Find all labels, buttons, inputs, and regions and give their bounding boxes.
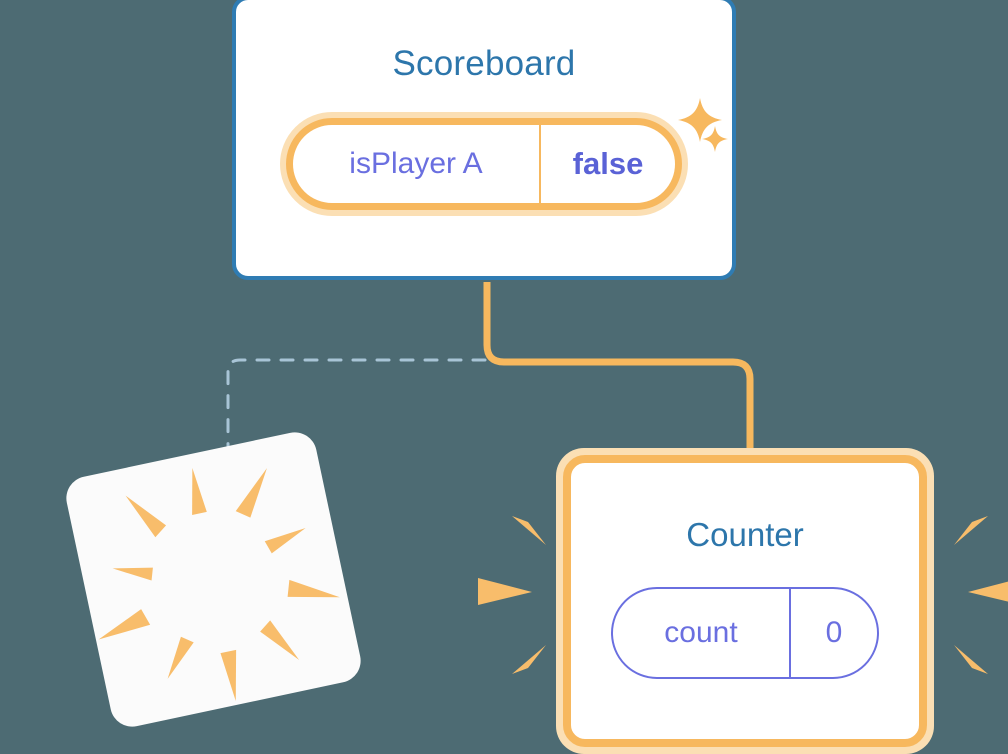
scoreboard-pill-value: false [572, 146, 644, 181]
counter-left-rays-icon [478, 516, 546, 674]
connector-scoreboard-to-counter [483, 282, 754, 470]
scoreboard-title: Scoreboard [392, 44, 576, 83]
counter-pill-value: 0 [825, 616, 843, 649]
burst-rays-icon [98, 467, 340, 702]
ray [968, 581, 1008, 602]
ray [954, 516, 988, 545]
sparkle-large-icon [676, 96, 724, 144]
scoreboard-pill-key: isPlayer A [293, 125, 541, 203]
burst-card[interactable] [62, 428, 365, 731]
counter-title: Counter [686, 516, 804, 553]
counter-card[interactable]: Counter count 0 [556, 448, 934, 754]
counter-right-rays-icon [954, 516, 1008, 674]
scoreboard-pill-body[interactable]: isPlayer A false [286, 118, 682, 210]
scoreboard-card[interactable]: Scoreboard isPlayer A false [232, 0, 736, 280]
scoreboard-state-pill[interactable]: isPlayer A false [280, 112, 688, 216]
counter-state-pill[interactable]: count 0 [611, 587, 879, 679]
counter-card-inner: Counter count 0 [563, 455, 927, 747]
ray [512, 516, 546, 545]
ray [512, 645, 546, 674]
ray [478, 578, 532, 605]
counter-pill-key: count [613, 589, 791, 677]
ray [954, 645, 988, 674]
connector-scoreboard-to-burst-card [226, 358, 487, 472]
sparkle-small-icon [700, 124, 730, 154]
